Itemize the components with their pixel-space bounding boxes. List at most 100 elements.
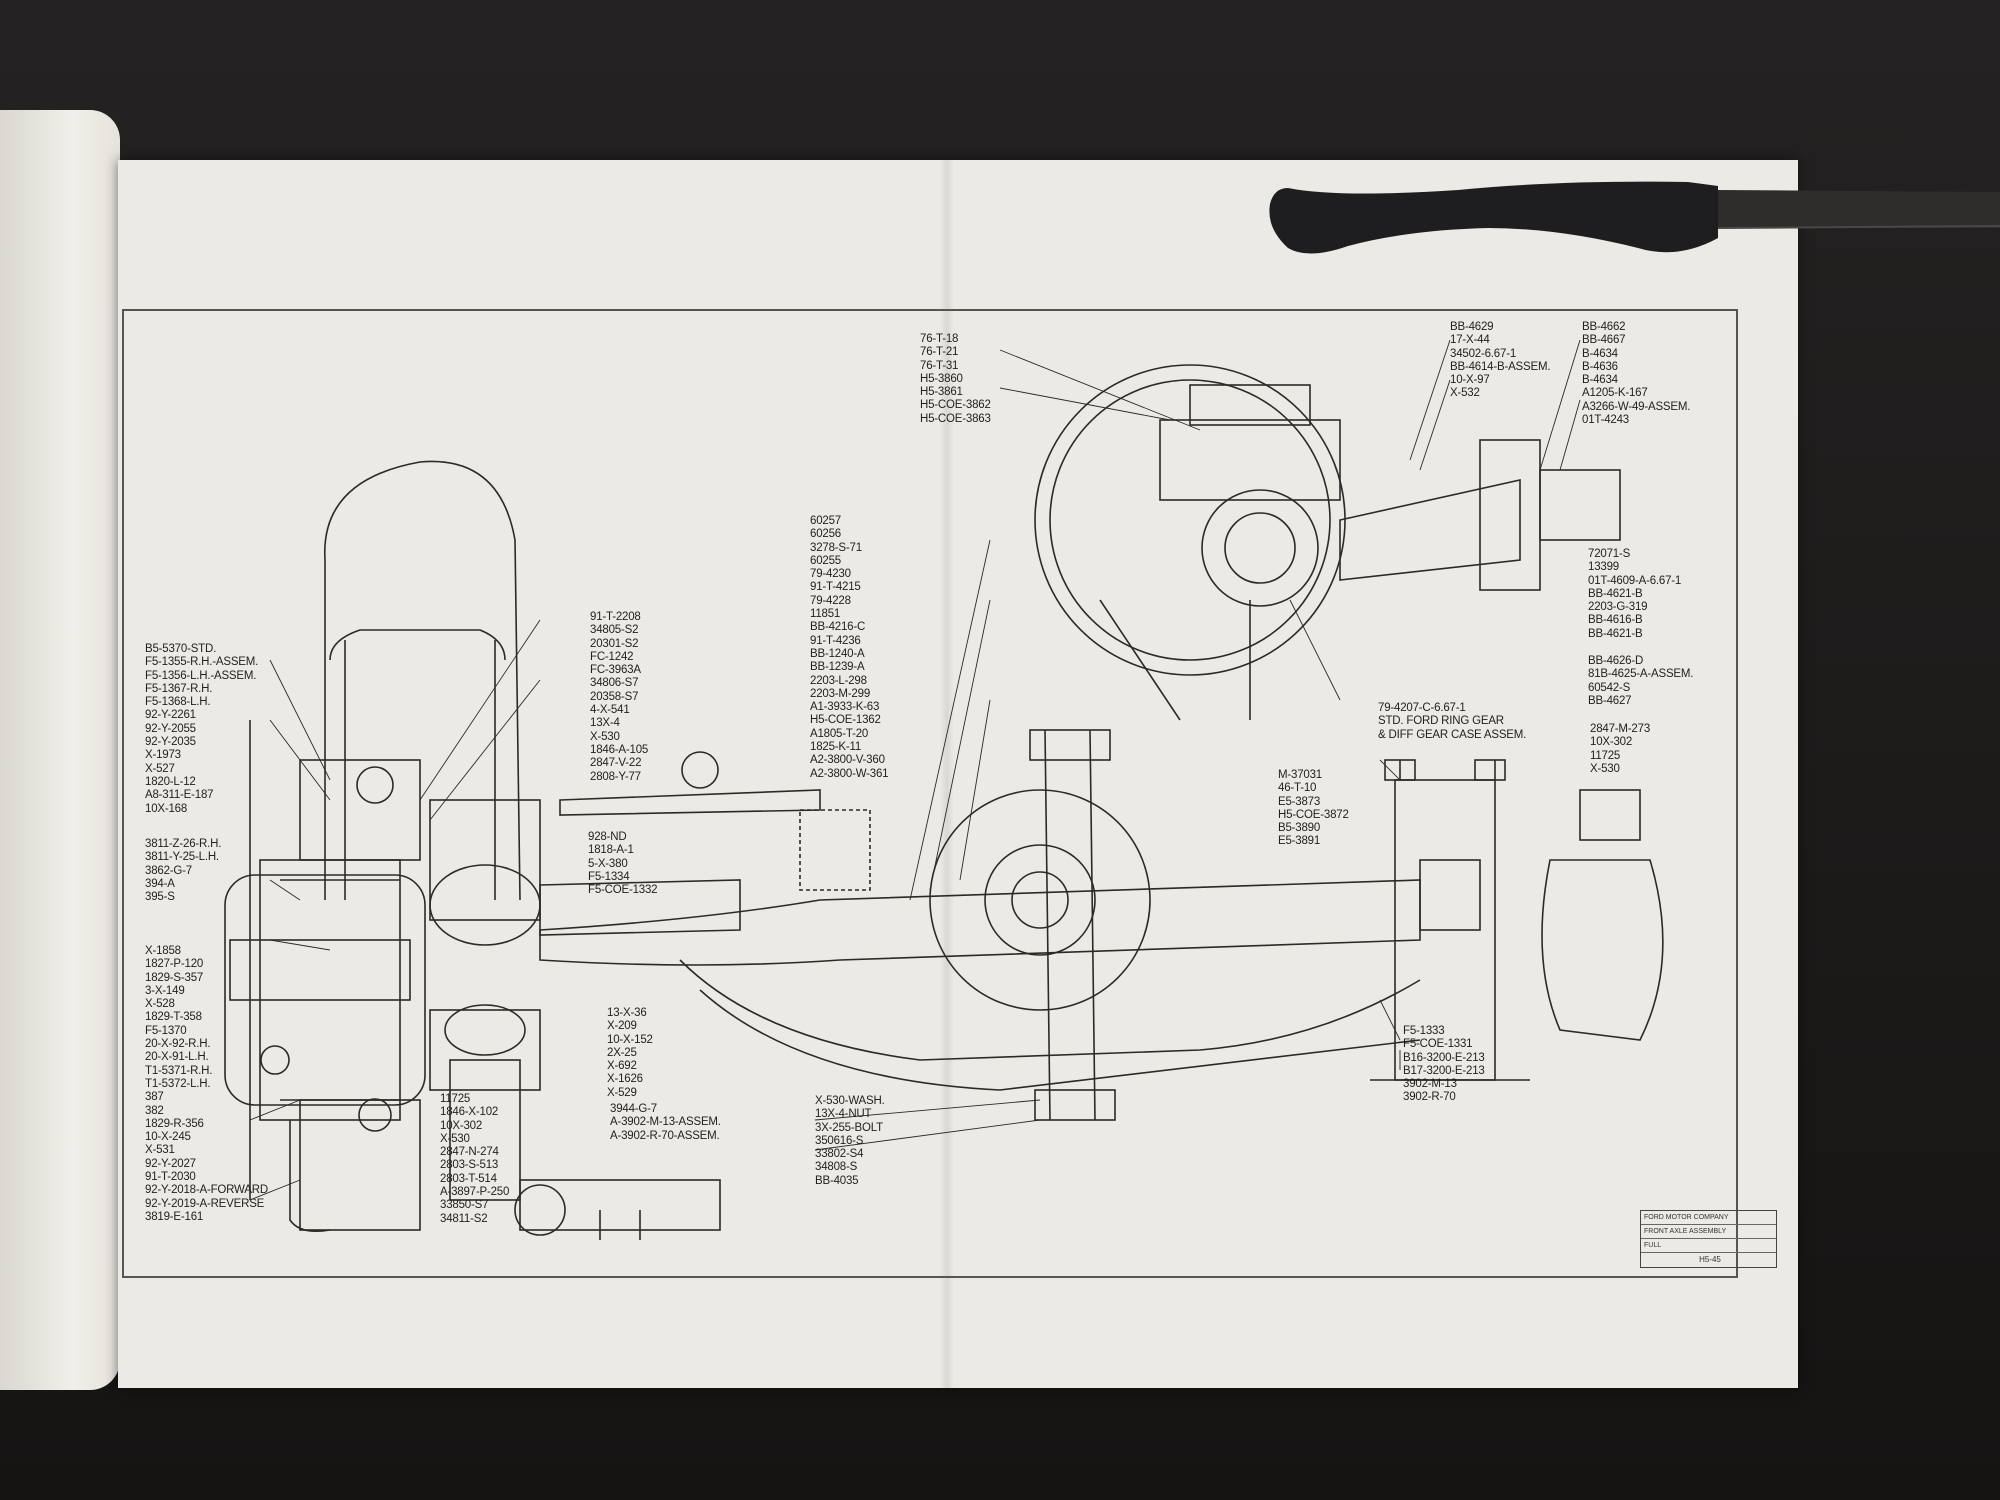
part-label: 60255 <box>810 554 841 567</box>
part-label: 92-Y-2261 <box>145 709 196 722</box>
part-label: STD. FORD RING GEAR <box>1378 715 1504 728</box>
axle-beam <box>539 809 1421 1091</box>
labels-ring-gear: 79-4207-C-6.67-1 STD. FORD RING GEAR & D… <box>1378 702 1526 742</box>
part-label: BB-4616-B <box>1588 614 1643 627</box>
part-label: 20-X-91-L.H. <box>145 1051 209 1064</box>
part-label: 1846-A-105 <box>590 743 649 756</box>
part-label: T1-5372-L.H. <box>145 1077 211 1090</box>
part-label: 2803-S-513 <box>440 1159 499 1172</box>
sheet-fold-line <box>940 160 954 1388</box>
part-label: 13399 <box>1588 561 1619 574</box>
part-label: H5-COE-1362 <box>810 714 881 727</box>
part-label: B16-3200-E-213 <box>1403 1051 1485 1064</box>
part-label: BB-4621-B <box>1588 627 1643 640</box>
part-label: F5-1334 <box>588 870 630 883</box>
part-label: 10-X-152 <box>607 1033 653 1046</box>
part-label: 20-X-92-R.H. <box>145 1038 211 1051</box>
spring-seat <box>1370 759 1530 1081</box>
part-label: 91-T-2208 <box>590 611 641 623</box>
part-label: & DIFF GEAR CASE ASSEM. <box>1378 728 1527 741</box>
part-label: 3902-M-13 <box>1403 1078 1457 1091</box>
part-label: A2-3800-W-361 <box>810 767 889 780</box>
part-label: F5-1356-L.H.-ASSEM. <box>145 669 257 682</box>
part-label: 34502-6.67-1 <box>1450 347 1517 360</box>
part-label: 350616-S <box>815 1134 864 1147</box>
part-label: A2-3800-V-360 <box>810 754 885 767</box>
labels-top-center: 76-T-18 76-T-21 76-T-31 H5-3860 H5-3861 … <box>920 333 991 426</box>
part-label: 76-T-31 <box>920 359 959 372</box>
part-label: BB-4035 <box>815 1174 859 1187</box>
part-label: X-530 <box>440 1132 470 1145</box>
labels-top-right-1: BB-4629 17-X-44 34502-6.67-1 BB-4614-B-A… <box>1450 321 1551 401</box>
part-label: X-528 <box>145 998 175 1011</box>
labels-knuckle-column: 91-T-2208 34805-S2 20301-S2 FC-1242 FC-3… <box>590 611 648 784</box>
tie-rod-ball <box>681 751 719 789</box>
part-label: 34808-S <box>815 1161 858 1174</box>
part-label: X-1626 <box>607 1073 643 1086</box>
part-label: 34811-S2 <box>440 1212 488 1225</box>
labels-right-lower: BB-4626-D 81B-4625-A-ASSEM. 60542-S BB-4… <box>1588 655 1693 708</box>
labels-left-lower: X-1858 1827-P-120 1829-S-357 3-X-149 X-5… <box>145 945 268 1224</box>
knife <box>1269 181 2000 254</box>
title-block-title: FRONT AXLE ASSEMBLY <box>1641 1225 1776 1239</box>
part-label: 2847-M-273 <box>1590 723 1651 735</box>
part-label: FC-3963A <box>590 664 641 677</box>
part-label: 91-T-4215 <box>810 581 861 594</box>
part-label: H5-COE-3862 <box>920 399 991 412</box>
part-label: 34805-S2 <box>590 624 639 637</box>
part-label: 1820-L-12 <box>145 775 196 788</box>
part-label: 2203-G-319 <box>1588 601 1648 614</box>
part-label: B5-5370-STD. <box>145 643 217 655</box>
part-label: 3819-E-161 <box>145 1210 204 1223</box>
part-label: 1829-T-358 <box>145 1011 202 1024</box>
title-block: FORD MOTOR COMPANY FRONT AXLE ASSEMBLY F… <box>1640 1210 1777 1268</box>
part-label: 5-X-380 <box>588 857 628 870</box>
part-label: 387 <box>145 1091 164 1104</box>
part-label: 2X-25 <box>607 1046 637 1059</box>
part-label: 76-T-21 <box>920 346 959 359</box>
part-label: 72071-S <box>1588 548 1631 560</box>
part-label: E5-3891 <box>1278 835 1321 848</box>
labels-steering-arm: 3944-G-7 A-3902-M-13-ASSEM. A-3902-R-70-… <box>610 1103 721 1143</box>
part-label: 92-Y-2027 <box>145 1157 196 1170</box>
part-label: BB-4626-D <box>1588 655 1644 667</box>
part-label: H5-COE-3863 <box>920 412 991 425</box>
part-label: B-4634 <box>1582 347 1618 360</box>
part-label: H5-3860 <box>920 372 963 385</box>
part-label: 79-4207-C-6.67-1 <box>1378 702 1466 714</box>
part-label: X-529 <box>607 1086 637 1099</box>
part-label: 91-T-4236 <box>810 634 861 647</box>
labels-bottom-center: X-530-WASH. 13X-4-NUT 3X-255-BOLT 350616… <box>815 1095 885 1188</box>
part-label: 46-T-10 <box>1278 782 1317 795</box>
part-label: X-531 <box>145 1144 175 1157</box>
book-left-page <box>0 110 120 1390</box>
part-label: 79-4228 <box>810 594 851 607</box>
title-block-number: H5-45 <box>1699 1255 1721 1264</box>
part-label: X-1973 <box>145 749 181 762</box>
part-label: 3278-S-71 <box>810 541 862 554</box>
part-label: 34806-S7 <box>590 677 639 690</box>
part-label: F5-1370 <box>145 1024 187 1037</box>
part-label: 1829-R-356 <box>145 1117 204 1130</box>
labels-left-mid: 3811-Z-26-R.H. 3811-Y-25-L.H. 3862-G-7 3… <box>145 838 221 904</box>
part-label: 1827-P-120 <box>145 958 204 971</box>
part-label: 13-X-36 <box>607 1007 647 1019</box>
labels-right-mid: 72071-S 13399 01T-4609-A-6.67-1 BB-4621-… <box>1588 548 1681 641</box>
title-block-company: FORD MOTOR COMPANY <box>1641 1211 1776 1225</box>
part-label: 76-T-18 <box>920 333 959 345</box>
part-label: 20358-S7 <box>590 690 639 703</box>
part-label: 10X-168 <box>145 802 188 815</box>
part-label: 1818-A-1 <box>588 844 634 857</box>
part-label: 2847-V-22 <box>590 757 642 770</box>
part-label: 91-T-2030 <box>145 1171 196 1184</box>
part-label: 92-Y-2055 <box>145 722 196 735</box>
part-label: 01T-4609-A-6.67-1 <box>1588 574 1682 587</box>
part-label: B-4636 <box>1582 360 1618 373</box>
labels-bottom-mid: 11725 1846-X-102 10X-302 X-530 2847-N-27… <box>440 1093 509 1226</box>
part-label: 33850-S7 <box>440 1199 489 1212</box>
part-label: M-37031 <box>1278 769 1322 781</box>
differential-section-view <box>1034 364 1621 721</box>
knife-blade <box>1718 190 2000 228</box>
part-label: A-3897-P-250 <box>440 1186 510 1199</box>
part-label: 2803-T-514 <box>440 1172 497 1185</box>
